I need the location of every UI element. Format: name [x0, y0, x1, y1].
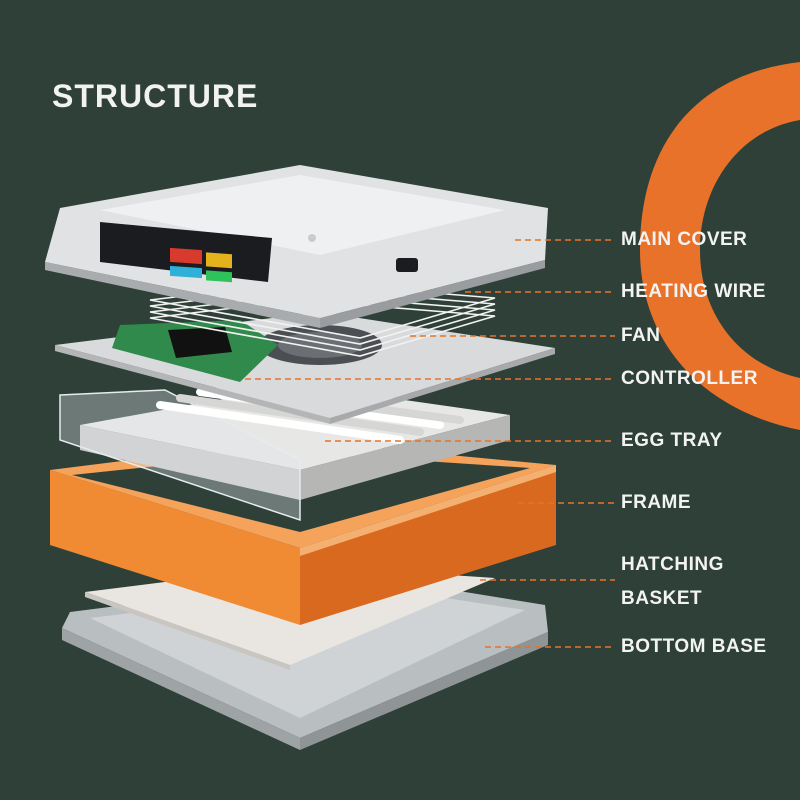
main-cover-label: MAIN COVER — [621, 229, 748, 250]
egg-tray-label: EGG TRAY — [621, 430, 723, 451]
hatching-basket-label-line2: BASKET — [621, 588, 703, 609]
fan-plate-part — [55, 312, 555, 424]
bottom-base-label: BOTTOM BASE — [621, 636, 767, 657]
heating-wire-label: HEATING WIRE — [621, 281, 766, 302]
page-title: STRUCTURE — [52, 78, 259, 114]
egg-tray-part — [59, 384, 510, 522]
controller-label: CONTROLLER — [621, 368, 758, 389]
main-cover-part — [45, 165, 548, 328]
hatching-basket-label-line1: HATCHING — [621, 554, 724, 575]
orange-arc-decoration — [640, 62, 800, 430]
frame-label: FRAME — [621, 492, 692, 513]
fan-label: FAN — [621, 325, 661, 346]
